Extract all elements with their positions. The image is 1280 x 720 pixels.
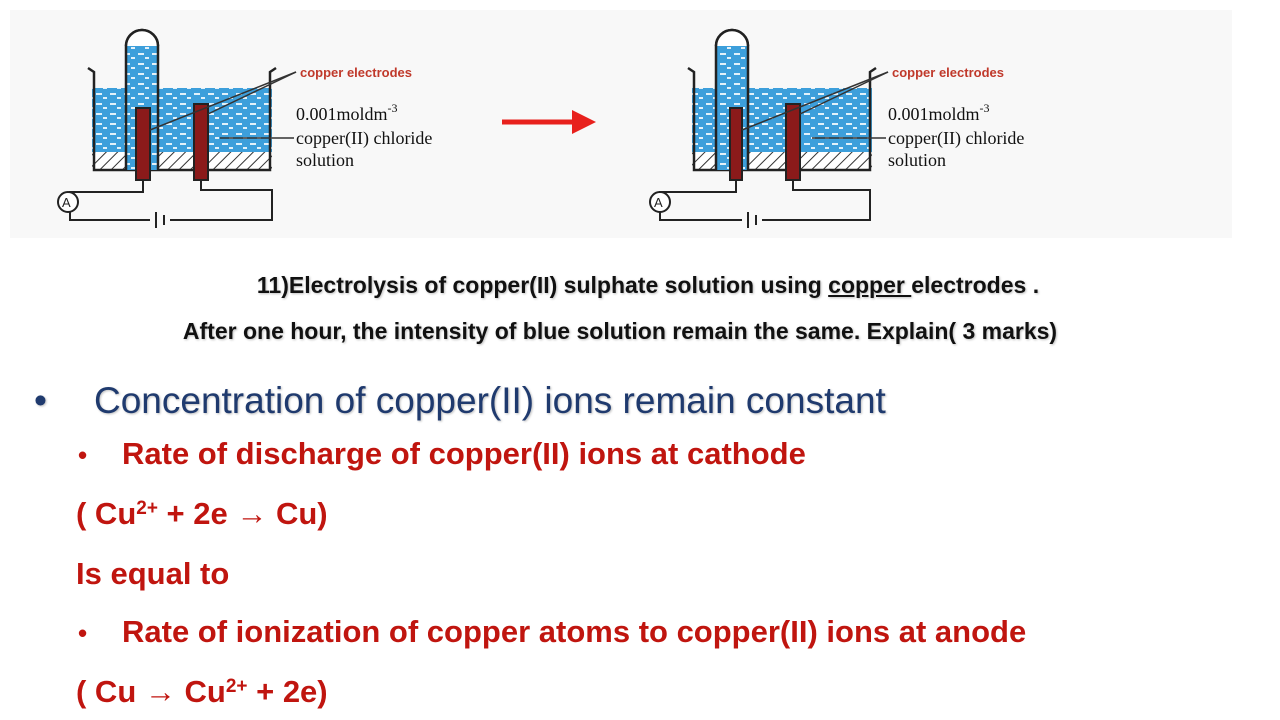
main-answer-point: •Concentration of copper(II) ions remain… bbox=[34, 380, 886, 421]
anode-electrode bbox=[135, 107, 151, 181]
label-solution: solution bbox=[888, 150, 946, 170]
anode-equation: ( Cu → Cu2+ + 2e) bbox=[76, 674, 328, 709]
beaker bbox=[687, 66, 877, 172]
anode-electrode bbox=[729, 107, 743, 181]
bullet-icon: • bbox=[34, 380, 47, 421]
question-line-2: After one hour, the intensity of blue so… bbox=[182, 318, 1058, 344]
label-solution-name: copper(II) chloride bbox=[296, 128, 432, 149]
cathode-equation: ( Cu2+ + 2e → Cu) bbox=[76, 496, 328, 531]
beaker bbox=[87, 66, 277, 172]
ammeter bbox=[57, 191, 79, 213]
answer-point-anode: •Rate of ionization of copper atoms to c… bbox=[78, 614, 1027, 649]
label-concentration: 0.001moldm-3 bbox=[296, 101, 398, 124]
label-copper-electrodes: copper electrodes bbox=[892, 65, 1004, 80]
connector-text: Is equal to bbox=[76, 556, 230, 591]
electrolysis-diagram-after: A copper electrodes 0.001moldm-3 copper(… bbox=[620, 10, 1232, 238]
beaker-base bbox=[92, 152, 272, 170]
electrolysis-diagram-before: A copper electrodes 0.001moldm-3 copper(… bbox=[10, 10, 622, 238]
arrow-icon: → bbox=[236, 496, 268, 531]
underlined-word: copper bbox=[828, 272, 912, 298]
answer-point-cathode: •Rate of discharge of copper(II) ions at… bbox=[78, 436, 806, 471]
ammeter bbox=[649, 191, 671, 213]
bullet-icon: • bbox=[78, 618, 88, 648]
ammeter-label: A bbox=[654, 195, 663, 210]
arrow-icon: → bbox=[144, 674, 176, 709]
question-line-1: 11)Electrolysis of copper(II) sulphate s… bbox=[256, 272, 1040, 298]
bullet-icon: • bbox=[78, 440, 88, 470]
label-concentration: 0.001moldm-3 bbox=[888, 101, 990, 124]
label-solution: solution bbox=[296, 150, 354, 170]
cathode-electrode bbox=[193, 103, 209, 181]
label-copper-electrodes: copper electrodes bbox=[300, 65, 412, 80]
label-solution-name: copper(II) chloride bbox=[888, 128, 1024, 149]
ammeter-label: A bbox=[62, 195, 71, 210]
cathode-electrode bbox=[785, 103, 801, 181]
